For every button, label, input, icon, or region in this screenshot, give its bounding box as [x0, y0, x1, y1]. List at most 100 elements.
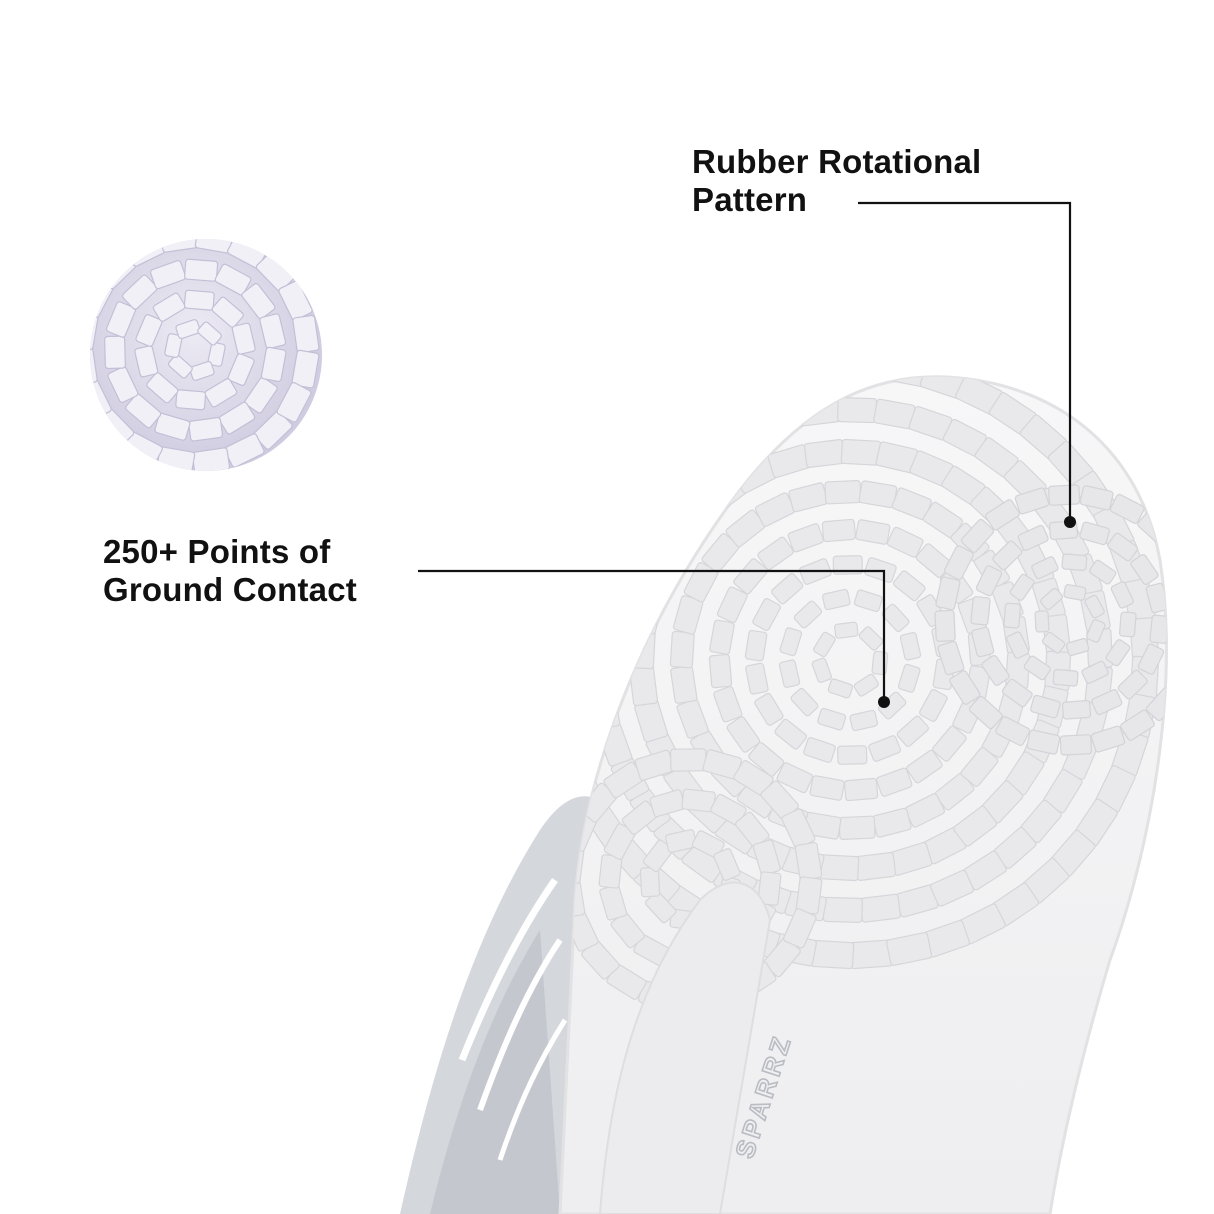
tread-lug: [1105, 639, 1131, 667]
tread-lug: [807, 376, 852, 381]
tread-lug: [810, 939, 855, 970]
tread-lug: [813, 631, 836, 658]
tread-lug: [886, 526, 924, 558]
tread-lug: [837, 397, 878, 424]
tread-lug: [1110, 581, 1134, 609]
tread-lug: [1180, 630, 1205, 664]
tread-lug: [937, 640, 965, 676]
tread-lug: [822, 588, 851, 611]
tread-lug: [771, 573, 804, 605]
tread-lug: [218, 401, 256, 435]
tread-lug: [803, 737, 836, 763]
tread-lug: [767, 376, 814, 388]
tread-lug: [1061, 699, 1092, 720]
callout-leader-rubber: [858, 201, 1076, 528]
tread-lug: [809, 775, 845, 801]
tread-lug: [822, 896, 863, 923]
tread-lug: [125, 393, 162, 429]
tread-lug: [1081, 660, 1109, 684]
tread-lug: [105, 301, 137, 338]
tread-lug: [183, 289, 215, 311]
tread-lug: [231, 322, 256, 355]
tread-lug: [586, 651, 614, 692]
tread-lug: [601, 540, 639, 585]
tread-lug: [1149, 614, 1167, 644]
tread-lug: [853, 589, 883, 613]
tread-lug: [794, 842, 823, 881]
tread-lug: [845, 376, 890, 381]
tread-lug: [1063, 584, 1087, 601]
tread-lug: [135, 314, 163, 347]
tread-lug: [981, 655, 1010, 686]
callout-rubber-rotational-pattern: Rubber Rotational Pattern: [692, 143, 981, 219]
tread-lug: [638, 476, 680, 521]
tread-lug: [1084, 594, 1105, 619]
tread-lug: [564, 506, 606, 555]
tread-lug: [628, 628, 656, 670]
tread-lug: [779, 627, 803, 657]
tread-lug: [260, 346, 287, 383]
tread-lug: [175, 319, 201, 340]
tread-lug: [776, 762, 814, 794]
tread-lug: [943, 545, 974, 581]
tread-lug: [899, 632, 922, 661]
tread-lug: [1009, 573, 1035, 601]
tread-lug: [121, 274, 158, 310]
tread-lug: [757, 871, 782, 906]
tread-lug: [1117, 669, 1148, 700]
tread-lug: [893, 570, 926, 602]
tread-lug: [960, 747, 999, 787]
tread-lug: [241, 283, 276, 320]
tread-lug: [774, 718, 807, 750]
tread-lug: [748, 742, 785, 777]
tread-lug: [1014, 487, 1050, 515]
tread-lug: [604, 443, 651, 491]
tread-lug: [1026, 729, 1061, 755]
tread-lug: [589, 687, 621, 730]
tread-lug: [725, 413, 771, 451]
tread-lug: [934, 609, 956, 642]
tread-lug: [1023, 655, 1051, 681]
tread-lug: [713, 685, 743, 723]
callout-rubber-line2: Pattern: [692, 181, 808, 218]
tread-lug: [854, 851, 897, 882]
tread-lug: [587, 613, 616, 655]
tread-lug: [1185, 598, 1205, 629]
tread-lug: [211, 296, 244, 328]
tread-lug: [244, 376, 278, 414]
tread-lug: [197, 321, 222, 346]
tread-lug: [838, 815, 876, 841]
tread-lug: [968, 695, 1003, 730]
tread-lug: [591, 575, 625, 620]
tread-lug: [1119, 611, 1137, 638]
tread-lug: [745, 662, 769, 695]
tread-lug: [152, 292, 186, 322]
callout-leader-points: [418, 569, 890, 708]
tread-lug: [832, 555, 863, 575]
tread-lug: [1040, 587, 1063, 611]
tread-lug: [818, 854, 860, 882]
tread-lug: [149, 260, 187, 290]
tread-lug: [154, 412, 191, 441]
tread-lug: [929, 869, 975, 907]
tread-lug: [744, 629, 768, 662]
tread-lug: [754, 692, 784, 726]
tread-lug: [1006, 631, 1030, 659]
tread-lug: [669, 748, 707, 772]
tread-lug: [713, 848, 741, 881]
tread-lug: [134, 345, 159, 378]
tread-lug: [146, 372, 179, 404]
tread-lug: [560, 696, 578, 743]
tread-lug: [896, 715, 929, 747]
tread-lug: [970, 596, 991, 626]
tread-lug: [906, 749, 943, 784]
tread-lug: [971, 626, 995, 658]
tread-lug: [859, 893, 901, 923]
tread-lug: [871, 650, 889, 676]
tread-lug: [184, 258, 219, 282]
tread-lug: [834, 621, 859, 639]
tread-lug: [1059, 734, 1092, 756]
tread-lug: [1065, 638, 1090, 656]
tread-lug: [164, 333, 183, 359]
